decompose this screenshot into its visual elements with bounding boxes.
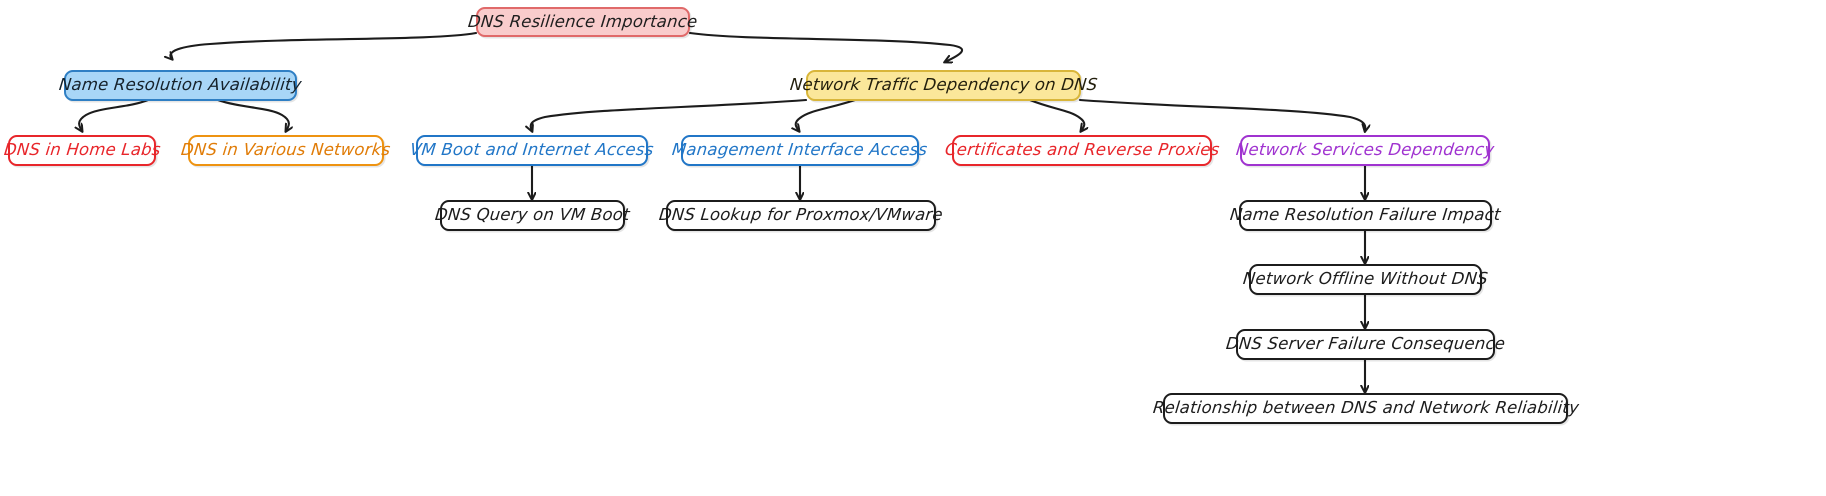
edge-network-traffic-to-vm-boot [531, 98, 808, 131]
node-root[interactable]: DNS Resilience Importance [467, 7, 699, 37]
node-relationship-dns-network-reliability-label: Relationship between DNS and Network Rel… [1151, 398, 1580, 418]
edge-name-resolution-to-various-networks [216, 98, 289, 131]
node-name-resolution-failure-impact-label: Name Resolution Failure Impact [1229, 205, 1502, 225]
node-dns-server-failure-consequence[interactable]: DNS Server Failure Consequence [1225, 329, 1506, 360]
node-network-traffic-dependency[interactable]: Network Traffic Dependency on DNS [789, 70, 1098, 101]
node-network-services-dependency[interactable]: Network Services Dependency [1235, 135, 1495, 166]
node-dns-in-various-networks-label: DNS in Various Networks [180, 140, 392, 160]
node-dns-in-home-labs-label: DNS in Home Labs [2, 140, 162, 160]
node-vm-boot-and-internet-access-label: VM Boot and Internet Access [409, 140, 655, 160]
node-vm-boot-and-internet-access[interactable]: VM Boot and Internet Access [409, 135, 655, 166]
node-dns-query-on-vm-boot-label: DNS Query on VM Boot [434, 205, 631, 225]
node-management-interface-access-label: Management Interface Access [671, 140, 929, 160]
node-management-interface-access[interactable]: Management Interface Access [671, 135, 929, 166]
node-dns-lookup-for-proxmox-vmware[interactable]: DNS Lookup for Proxmox/VMware [658, 200, 944, 231]
node-dns-query-on-vm-boot[interactable]: DNS Query on VM Boot [434, 200, 631, 231]
node-certificates-and-reverse-proxies-label: Certificates and Reverse Proxies [943, 140, 1221, 160]
node-certificates-and-reverse-proxies[interactable]: Certificates and Reverse Proxies [944, 135, 1220, 166]
node-name-resolution-availability[interactable]: Name Resolution Availability [58, 70, 303, 101]
node-dns-in-home-labs[interactable]: DNS in Home Labs [3, 135, 161, 166]
edge-network-traffic-to-net-services [1078, 98, 1365, 131]
node-root-label: DNS Resilience Importance [467, 11, 699, 31]
node-dns-in-various-networks[interactable]: DNS in Various Networks [180, 135, 392, 166]
edge-network-traffic-to-certificates [1028, 98, 1084, 131]
edge-name-resolution-to-home-labs [79, 98, 150, 131]
node-name-resolution-availability-label: Name Resolution Availability [58, 75, 303, 95]
node-name-resolution-failure-impact[interactable]: Name Resolution Failure Impact [1229, 200, 1502, 231]
node-network-traffic-dependency-label: Network Traffic Dependency on DNS [788, 75, 1099, 95]
node-relationship-dns-network-reliability[interactable]: Relationship between DNS and Network Rel… [1152, 393, 1580, 424]
edge-root-to-name-resolution [170, 31, 478, 59]
node-dns-lookup-for-proxmox-vmware-label: DNS Lookup for Proxmox/VMware [658, 205, 944, 225]
edge-network-traffic-to-mgmt-interface [796, 98, 857, 131]
node-network-services-dependency-label: Network Services Dependency [1234, 140, 1496, 160]
node-network-offline-without-dns-label: Network Offline Without DNS [1242, 269, 1489, 289]
node-dns-server-failure-consequence-label: DNS Server Failure Consequence [1225, 334, 1507, 354]
node-network-offline-without-dns[interactable]: Network Offline Without DNS [1242, 264, 1489, 295]
edge-root-to-network-traffic [688, 31, 964, 62]
